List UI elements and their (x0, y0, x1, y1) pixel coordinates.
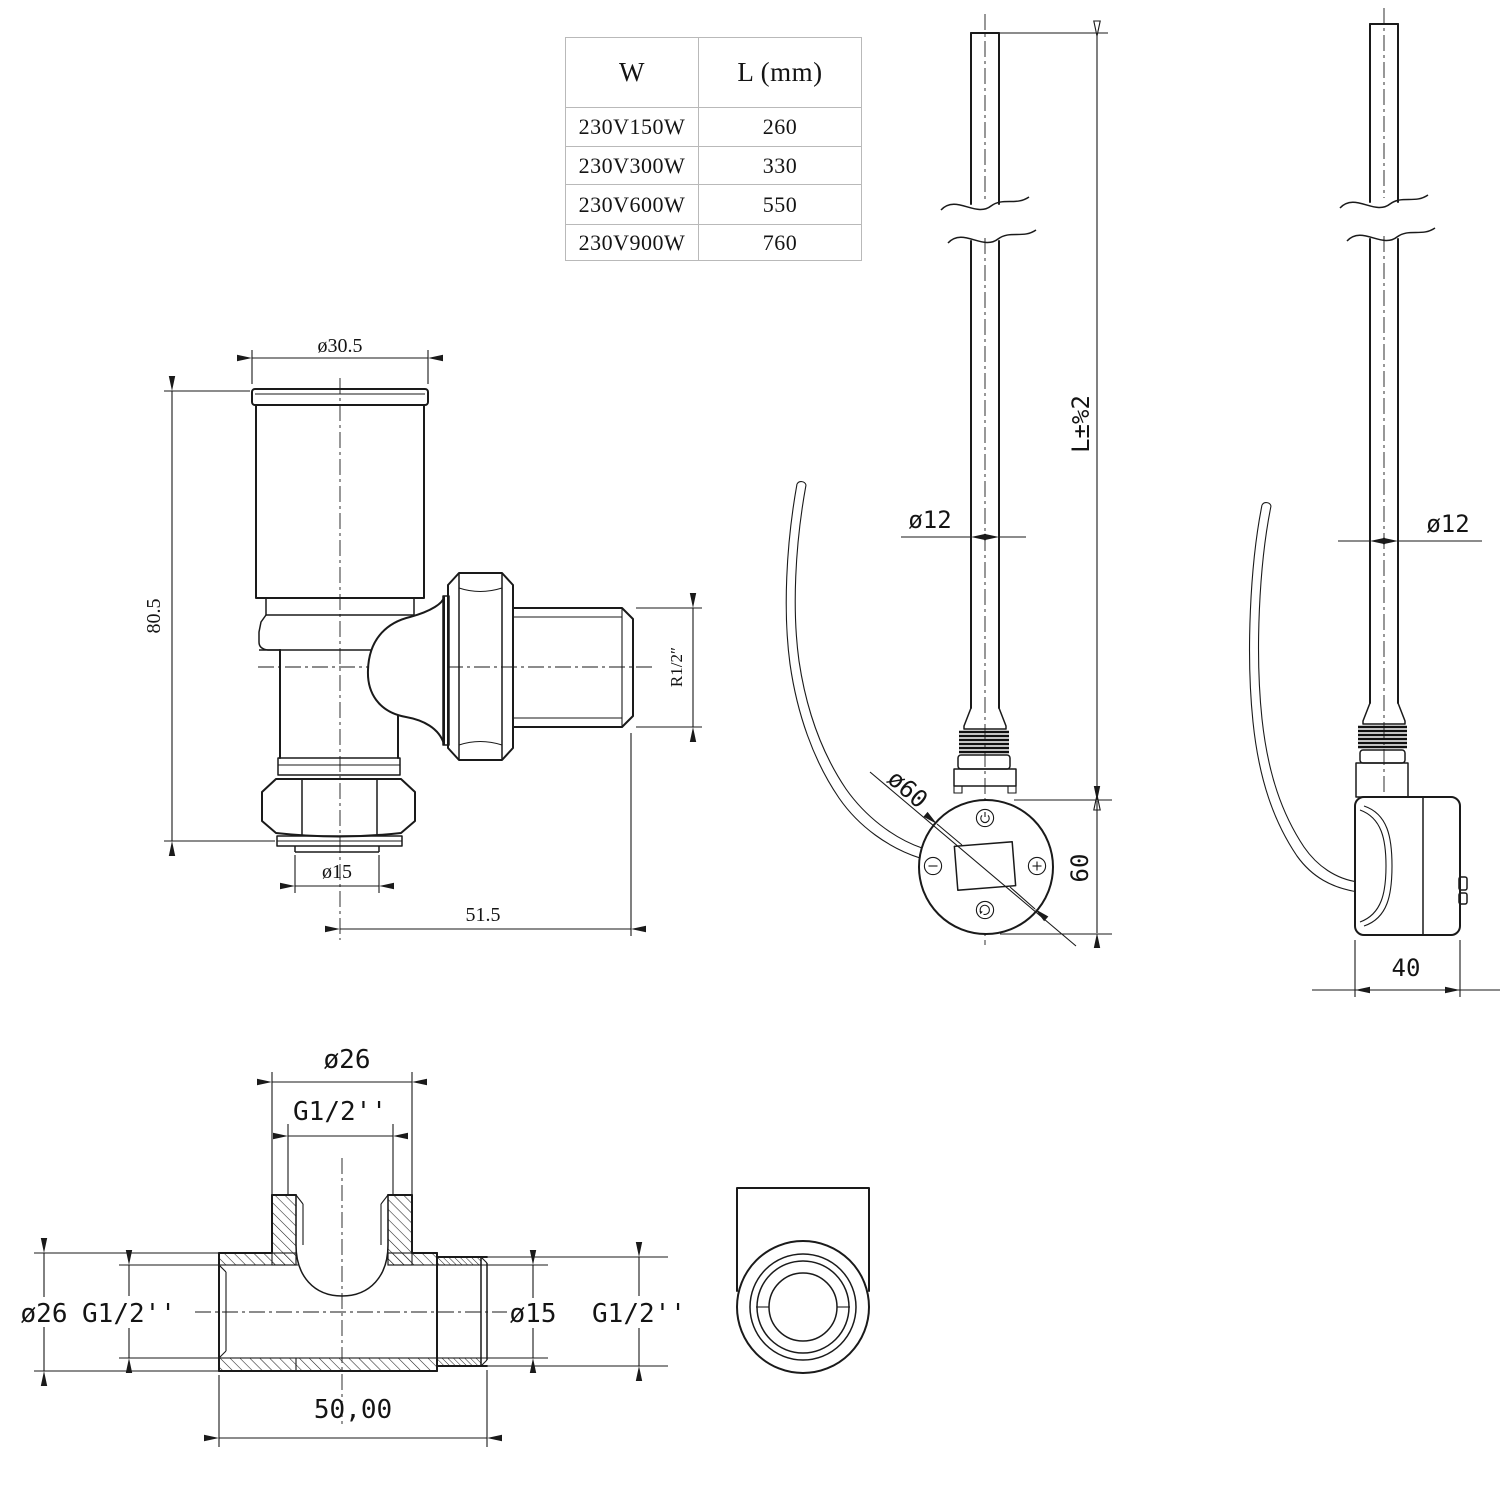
tee-run-thread-label: G1/2'' (82, 1299, 176, 1329)
heater-side-thread (1358, 725, 1407, 749)
end-view-drawing (736, 1187, 870, 1374)
heater-side-tube-diameter-label: ø12 (1426, 510, 1469, 538)
heater-front-thread (959, 730, 1009, 754)
heater-front-tube-diameter-label: ø12 (908, 506, 951, 534)
table-row-length: 760 (698, 224, 861, 260)
power-icon (975, 808, 995, 828)
tee-run-outer-diameter-label: ø26 (21, 1299, 68, 1329)
valve-cap-diameter-label: ø30.5 (318, 335, 363, 357)
table-row-length: 330 (698, 146, 861, 184)
tee-tail-diameter-label: ø15 (510, 1299, 557, 1329)
table-header-l: L (mm) (698, 38, 861, 107)
tee-branch-thread-label: G1/2'' (293, 1097, 387, 1127)
plus-icon (1027, 856, 1047, 876)
heater-front-drawing: ø12 L±%2 ø60 (785, 14, 1112, 948)
table-row-length: 550 (698, 184, 861, 224)
table-row-wattage: 230V600W (566, 184, 698, 224)
tee-tail-thread-label: G1/2'' (592, 1299, 686, 1329)
timer-icon (975, 900, 995, 920)
table-header-w: W (619, 57, 645, 87)
heater-front-head-height-label: 60 (1066, 854, 1094, 883)
valve-drawing: ø30.5 80.5 R1/2″ (143, 335, 702, 940)
table-row-wattage: 230V300W (566, 146, 698, 184)
table-row-length: 260 (698, 107, 861, 146)
valve-outlet-thread-label: R1/2″ (667, 647, 686, 687)
heater-front-length-label: L±%2 (1067, 395, 1095, 453)
heater-front-head-diameter-label: ø60 (882, 764, 933, 814)
table-row-wattage: 230V150W (566, 107, 698, 146)
spec-table: W L (mm) 230V150W 260 230V300W 330 230V6… (565, 37, 862, 261)
thermostat-display (953, 841, 1017, 891)
heater-side-head-width-label: 40 (1392, 954, 1421, 982)
valve-height-label: 80.5 (143, 599, 165, 634)
table-row-wattage: 230V900W (566, 224, 698, 260)
tee-body-length-label: 50,00 (314, 1395, 392, 1425)
valve-tail-diameter-label: ø15 (322, 861, 352, 883)
heater-side-drawing: ø12 40 (1249, 8, 1500, 997)
valve-outlet-length-label: 51.5 (466, 904, 501, 926)
tee-fitting-drawing: ø26 G1/2'' (18, 1045, 686, 1447)
tee-branch-outer-diameter-label: ø26 (324, 1045, 371, 1075)
minus-icon (923, 856, 943, 876)
